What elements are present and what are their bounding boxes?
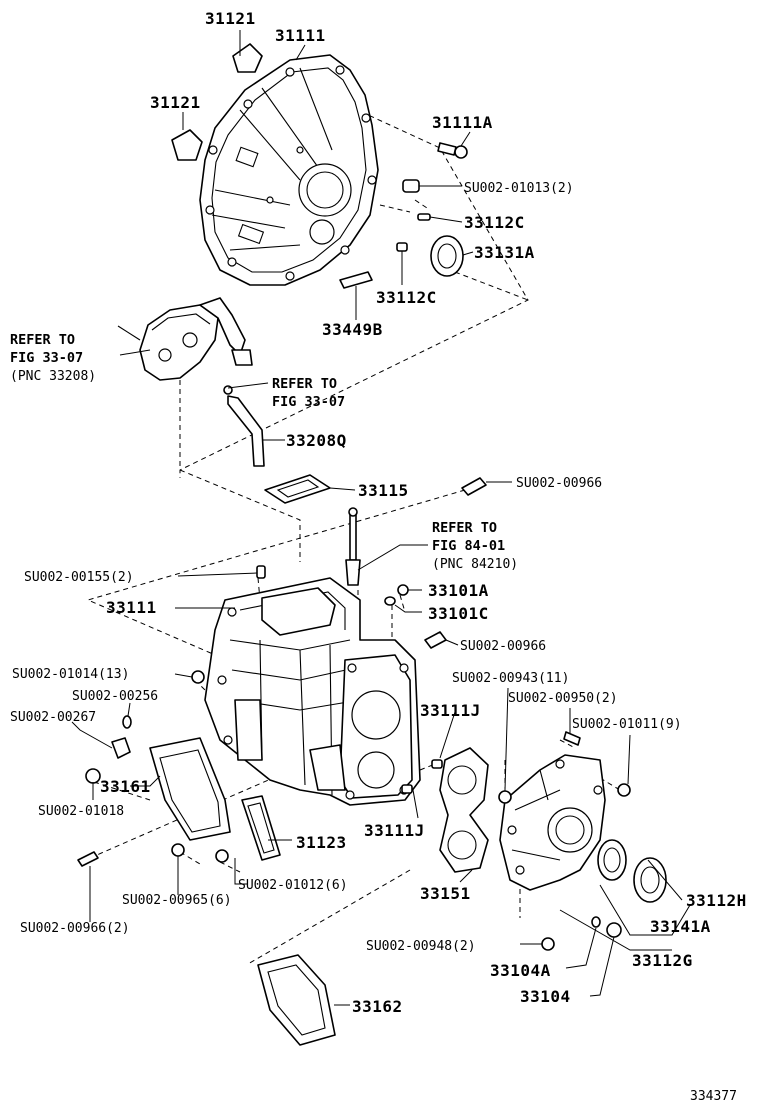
label-31121: 31121 [150,93,201,112]
extension-housing [499,754,606,891]
cap-31121-b [171,129,203,161]
pin-33111j-a [431,759,443,769]
pin-su002-00256 [122,715,132,729]
label-33101c: 33101C [428,604,489,623]
label-su002-00966-bottom: SU002-00966(2) [20,921,130,936]
seal-33141a [633,857,667,903]
label-31111-top: 31111 [275,26,326,45]
label-33208q: 33208Q [286,431,347,450]
label-fig-84-01: FIG 84-01 [432,538,505,554]
label-33112c-upper: 33112C [464,213,525,232]
bolt-su002-00966-c [77,851,99,867]
dowel-su002-00155 [256,565,266,579]
label-33101a: 33101A [428,581,489,600]
leader-lines [71,30,691,1006]
label-refer-to-1: REFER TO [10,332,75,348]
label-su002-00950: SU002-00950(2) [508,691,618,706]
label-su002-01012: SU002-01012(6) [238,878,348,893]
label-33161: 33161 [100,777,151,796]
bolt-su002-01014 [191,670,205,684]
label-su002-01018: SU002-01018 [38,804,124,819]
label-33112g: 33112G [632,951,693,970]
bolt-33104 [606,922,622,938]
plug-su002-00966-b [424,631,447,649]
plug-su002-00950 [563,731,581,746]
clutch-housing-31111 [199,54,379,286]
label-refer-to-2: REFER TO [272,376,337,392]
seal-33112h [597,839,627,881]
label-33141a: 33141A [650,917,711,936]
label-refer-to-3: REFER TO [432,520,497,536]
label-su002-00267: SU002-00267 [10,710,96,725]
label-33104a: 33104A [490,961,551,980]
label-su002-00965: SU002-00965(6) [122,893,232,908]
bolt-su002-00948 [541,937,555,951]
label-su002-01014: SU002-01014(13) [12,667,129,682]
gasket-33151 [439,747,489,873]
plate-33449b [339,271,373,289]
label-33104: 33104 [520,987,571,1006]
gasket-33162 [257,954,336,1046]
hose-33208q [227,395,265,467]
cover-33161 [149,737,231,841]
bolt-33101a [397,584,409,596]
transmission-case-33111 [204,577,421,806]
label-31123: 31123 [296,833,347,852]
pin-33112c-a [417,213,431,221]
label-pnc-84210: (PNC 84210) [432,557,518,572]
label-fig-33-07-2: FIG 33-07 [272,394,345,410]
label-33449b: 33449B [322,320,383,339]
bolt-su002-00965 [171,843,185,857]
label-su002-00155: SU002-00155(2) [24,570,134,585]
label-su002-01013: SU002-01013(2) [464,181,574,196]
label-31121-top: 31121 [205,9,256,28]
shift-lever-housing [117,297,253,395]
label-33162: 33162 [352,997,403,1016]
label-pnc-33208: (PNC 33208) [10,369,96,384]
label-su002-00943: SU002-00943(11) [452,671,569,686]
label-su002-01011: SU002-01011(9) [572,717,682,732]
cap-31121-a [232,43,263,73]
label-su002-00966-top: SU002-00966 [516,476,602,491]
label-33131a: 33131A [474,243,535,262]
label-33151: 33151 [420,884,471,903]
bolt-su002-01018 [85,768,101,784]
bolt-su002-00943 [498,790,512,804]
pin-33111j-b [401,784,413,794]
plate-33115 [264,474,331,504]
label-33115: 33115 [358,481,409,500]
cover-31123 [241,795,281,861]
oil-seal-33131a [430,235,464,277]
plug-su002-00966-a [461,477,487,496]
bracket-su002-00267 [111,737,131,759]
label-33112c-lower: 33112C [376,288,437,307]
label-su002-00256: SU002-00256 [72,689,158,704]
label-fig-33-07-1: FIG 33-07 [10,350,83,366]
bolt-su002-01011 [617,783,631,797]
label-31111a: 31111A [432,113,493,132]
pin-33112c-b [396,242,408,252]
sensor-refer-84-01 [345,507,361,586]
label-33112h: 33112H [686,891,747,910]
label-33111j-lower: 33111J [364,821,425,840]
bolt-su002-01012 [215,849,229,863]
dowel-su002-01013 [402,179,420,193]
washer-33104a [591,916,601,928]
bolt-31111a [437,142,468,159]
label-33111-case: 33111 [106,598,157,617]
figure-number: 334377 [690,1089,737,1104]
label-33111j-upper: 33111J [420,701,481,720]
washer-33101c [384,596,396,606]
label-su002-00948: SU002-00948(2) [366,939,476,954]
label-su002-00966-mid: SU002-00966 [460,639,546,654]
part-labels: 31121 31111 31121 31111A SU002-01013(2) … [10,9,747,1104]
